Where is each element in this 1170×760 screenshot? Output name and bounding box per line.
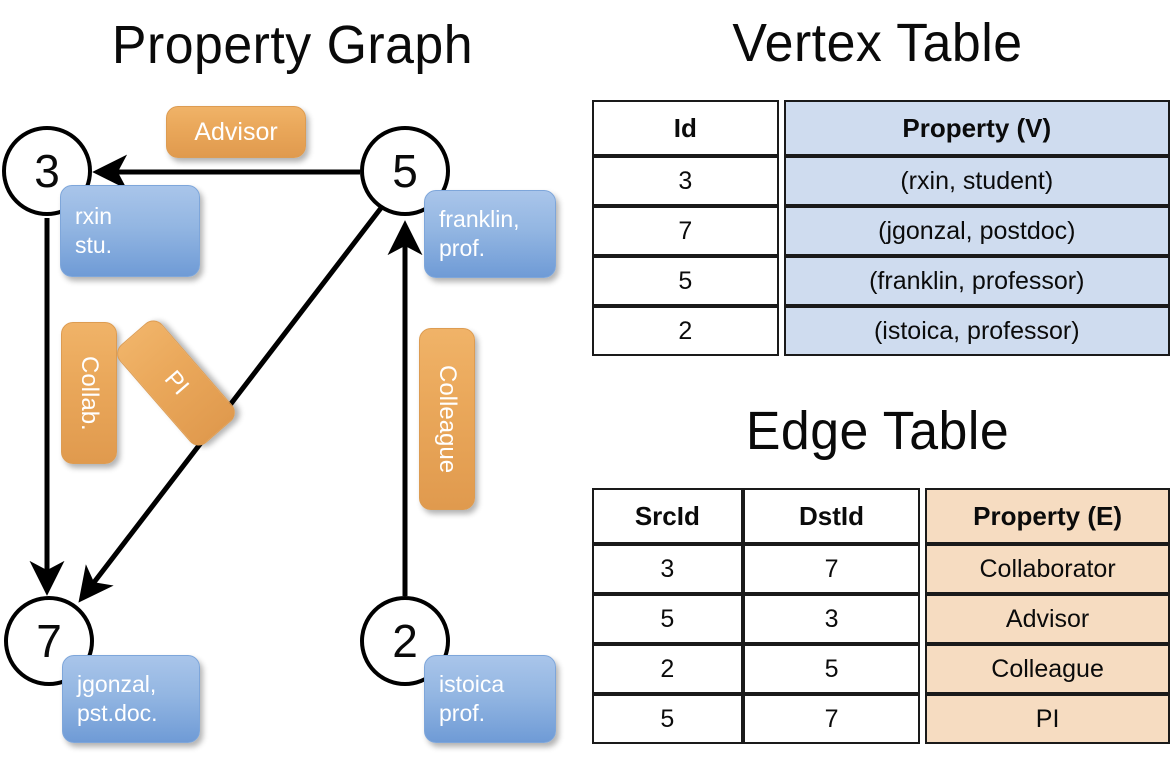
table-row[interactable]: 3 (rxin, student): [592, 156, 1170, 206]
table-row[interactable]: 3 7 Collaborator: [592, 544, 1170, 594]
graph-node-5[interactable]: 5: [360, 126, 450, 216]
edge-table-cell-dstid: 7: [742, 694, 921, 744]
graph-node-7-label: 7: [36, 615, 62, 667]
page-title-vertex-table: Vertex Table: [732, 13, 1023, 73]
edge-property-chip-advisor-label: Advisor: [194, 117, 278, 146]
property-graph-diagram: 3 5 7 2 rxin stu. franklin, prof. jgonza…: [2, 106, 556, 743]
table-row[interactable]: 7 (jgonzal, postdoc): [592, 206, 1170, 256]
vertex-table-cell-id: 5: [592, 256, 779, 306]
vertex-property-chip-5-line2: prof.: [439, 235, 486, 261]
graph-node-2[interactable]: 2: [360, 596, 450, 686]
vertex-property-chip-2: istoica prof.: [424, 655, 556, 743]
vertex-table-cell-property: (franklin, professor): [783, 256, 1170, 306]
vertex-table-cell-property: (jgonzal, postdoc): [783, 206, 1170, 256]
vertex-table-cell-property: (rxin, student): [783, 156, 1170, 206]
vertex-property-chip-3-line1: rxin: [75, 203, 113, 230]
vertex-table-header-row: Id Property (V): [592, 100, 1170, 156]
graph-node-2-label: 2: [392, 615, 418, 667]
edge-table-cell-srcid: 5: [592, 694, 743, 744]
vertex-property-chip-2-line1: istoica: [439, 671, 505, 698]
vertex-property-chip-2-line2: prof.: [439, 700, 486, 726]
edge-property-chip-colleague-label: Colleague: [434, 364, 461, 474]
edge-property-chip-advisor: Advisor: [166, 106, 306, 158]
edge-property-chip-colleague: Colleague: [419, 328, 475, 510]
edge-property-chip-collab: Collab.: [61, 322, 117, 464]
table-row[interactable]: 5 (franklin, professor): [592, 256, 1170, 306]
table-row[interactable]: 2 (istoica, professor): [592, 306, 1170, 356]
edge-table-header-dstid: DstId: [742, 488, 921, 544]
edge-table-cell-srcid: 2: [592, 644, 743, 694]
vertex-property-chip-5: franklin, prof.: [424, 190, 556, 278]
edge-table-cell-dstid: 3: [742, 594, 921, 644]
vertex-table-cell-id: 3: [592, 156, 779, 206]
vertex-property-chip-7-line2: pst.doc.: [77, 700, 158, 726]
edge-table-header-property: Property (E): [925, 488, 1170, 544]
edge-table-cell-dstid: 7: [742, 544, 921, 594]
page-title-edge-table: Edge Table: [745, 401, 1010, 461]
edge-table-cell-dstid: 5: [742, 644, 921, 694]
page-title-property-graph: Property Graph: [111, 15, 474, 75]
edge-table-cell-property: Advisor: [925, 594, 1170, 644]
graph-edge-lines: [29, 154, 423, 603]
vertex-table-cell-id: 2: [592, 306, 779, 356]
edge-property-chip-pi-label: PI: [158, 365, 195, 401]
table-row[interactable]: 5 7 PI: [592, 694, 1170, 744]
edge-table-header-row: SrcId DstId Property (E): [592, 488, 1170, 544]
edge-table-cell-srcid: 5: [592, 594, 743, 644]
table-row[interactable]: 2 5 Colleague: [592, 644, 1170, 694]
edge-table-header-srcid: SrcId: [592, 488, 743, 544]
edge-table: SrcId DstId Property (E) 3 7 Collaborato…: [592, 488, 1170, 744]
edge-table-cell-property: PI: [925, 694, 1170, 744]
vertex-property-chip-7: jgonzal, pst.doc.: [62, 655, 200, 743]
edge-table-cell-srcid: 3: [592, 544, 743, 594]
edge-property-chip-collab-label: Collab.: [76, 355, 103, 431]
vertex-table: Id Property (V) 3 (rxin, student) 7 (jgo…: [592, 100, 1170, 356]
graph-node-5-label: 5: [392, 145, 418, 197]
vertex-property-chip-5-line1: franklin,: [439, 206, 520, 233]
vertex-table-header-property: Property (V): [783, 100, 1170, 156]
edge-table-cell-property: Colleague: [925, 644, 1170, 694]
vertex-property-chip-7-line1: jgonzal,: [77, 671, 157, 698]
edge-table-cell-property: Collaborator: [925, 544, 1170, 594]
vertex-table-header-id: Id: [592, 100, 779, 156]
vertex-property-chip-3-line2: stu.: [75, 232, 113, 258]
vertex-property-chip-3: rxin stu.: [60, 185, 200, 277]
vertex-table-cell-id: 7: [592, 206, 779, 256]
graph-node-3-label: 3: [34, 145, 60, 197]
vertex-table-cell-property: (istoica, professor): [783, 306, 1170, 356]
edge-5-to-7: [78, 206, 383, 603]
table-row[interactable]: 5 3 Advisor: [592, 594, 1170, 644]
